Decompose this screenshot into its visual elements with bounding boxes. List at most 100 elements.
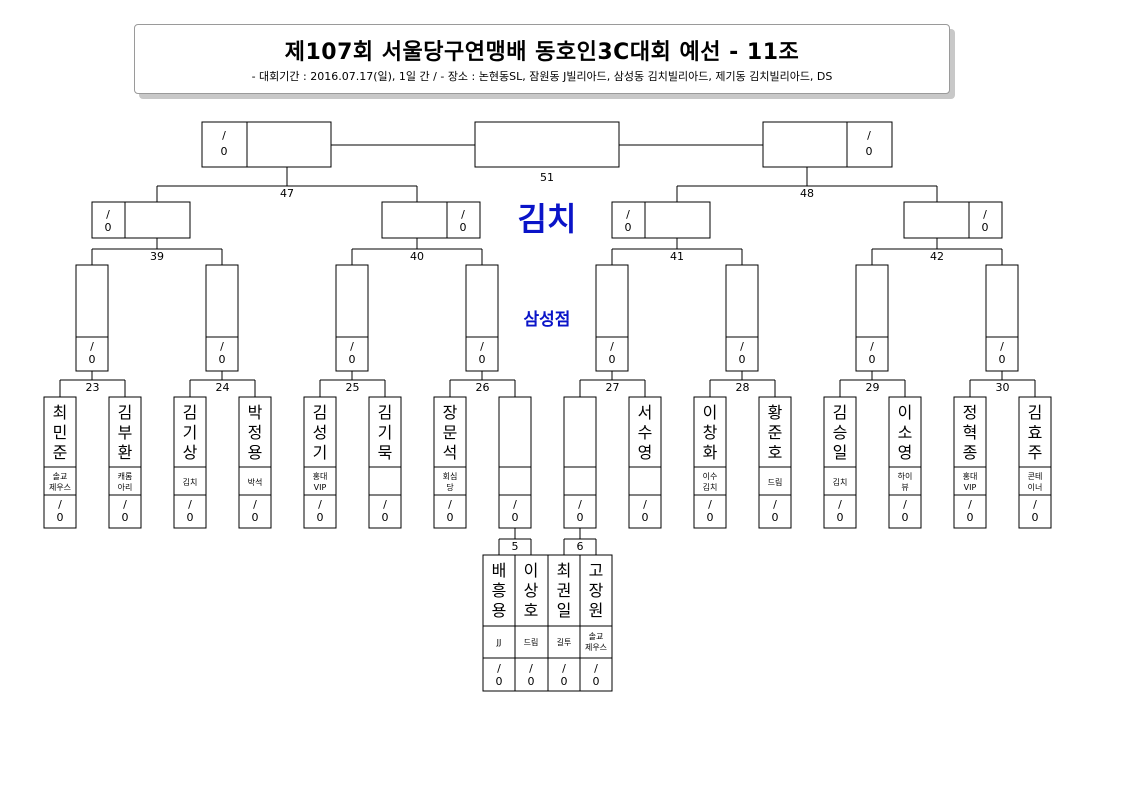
round2-score-3-slash: / [350, 340, 354, 353]
final-right-score-slash: / [867, 129, 871, 142]
round2-box-4 [465, 264, 499, 372]
round3-box-41 [611, 201, 711, 239]
prelim-score-4-value: 0 [593, 675, 600, 688]
player-score-10-value: 0 [642, 511, 649, 524]
player-score-1-slash: / [58, 498, 62, 511]
player-score-2-value: 0 [122, 511, 129, 524]
round2-box-8 [985, 264, 1019, 372]
match-number-48: 48 [800, 187, 814, 200]
player-box-3 [173, 396, 207, 529]
prelim-score-2-slash: / [529, 662, 533, 675]
player-club-14-a: 하이 [898, 471, 913, 481]
player-score-5-value: 0 [317, 511, 324, 524]
round3-box-41-score-slash: / [626, 208, 630, 221]
round3-box-40-score-value: 0 [460, 221, 467, 234]
round2-score-6-slash: / [740, 340, 744, 353]
prelim-score-2-value: 0 [528, 675, 535, 688]
player-box-15 [953, 396, 987, 529]
match-number-5: 5 [512, 540, 519, 553]
round3-box-41-score-value: 0 [625, 221, 632, 234]
round2-score-4-value: 0 [479, 353, 486, 366]
match-number-42: 42 [930, 250, 944, 263]
prelim-score-1-value: 0 [496, 675, 503, 688]
round2-score-1-value: 0 [89, 353, 96, 366]
round3-box-42-score-slash: / [983, 208, 987, 221]
round2-score-4-slash: / [480, 340, 484, 353]
player-score-6-slash: / [383, 498, 387, 511]
final-center-box [474, 121, 620, 168]
player-club-14-b: 뷰 [901, 483, 908, 492]
match-number-47: 47 [280, 187, 294, 200]
player-box-6 [368, 396, 402, 529]
player-score-14-value: 0 [902, 511, 909, 524]
player-score-16-value: 0 [1032, 511, 1039, 524]
match-number-39: 39 [150, 250, 164, 263]
round3-box-42 [903, 201, 1003, 239]
player-club-1-b: 제우스 [49, 483, 71, 492]
sponsor-line2: 삼성점 [524, 310, 571, 330]
round3-box-40 [381, 201, 481, 239]
final-right-score-value: 0 [866, 145, 873, 158]
player-score-3-value: 0 [187, 511, 194, 524]
title-box: 제107회 서울당구연맹배 동호인3C대회 예선 - 11조 - 대회기간 : … [134, 24, 950, 94]
player-score-1-value: 0 [57, 511, 64, 524]
final-left-score-slash: / [222, 129, 226, 142]
match-number-27: 27 [606, 381, 620, 394]
player-box-12 [758, 396, 792, 529]
player-box-7 [433, 396, 467, 529]
round3-box-39-score-slash: / [106, 208, 110, 221]
round2-score-2-slash: / [220, 340, 224, 353]
match-number-30: 30 [996, 381, 1010, 394]
player-score-3-slash: / [188, 498, 192, 511]
final-left-score-value: 0 [221, 145, 228, 158]
match-number-28: 28 [736, 381, 750, 394]
player-score-16-slash: / [1033, 498, 1037, 511]
prelim-club-2: 드림 [524, 637, 539, 647]
player-box-16 [1018, 396, 1052, 529]
player-score-9-slash: / [578, 498, 582, 511]
page-subtitle: - 대회기간 : 2016.07.17(일), 1일 간 / - 장소 : 논현… [251, 70, 833, 83]
player-score-15-slash: / [968, 498, 972, 511]
round2-score-3-value: 0 [349, 353, 356, 366]
match-number-40: 40 [410, 250, 424, 263]
player-score-10-slash: / [643, 498, 647, 511]
round2-score-8-slash: / [1000, 340, 1004, 353]
round2-box-5 [595, 264, 629, 372]
round2-box-1 [75, 264, 109, 372]
player-club-16-b: 이너 [1028, 482, 1043, 492]
player-score-9-value: 0 [577, 511, 584, 524]
player-box-11 [693, 396, 727, 529]
match-number-6: 6 [577, 540, 584, 553]
match-number-41: 41 [670, 250, 684, 263]
prelim-club-3: 길투 [557, 638, 572, 647]
player-club-4: 박석 [248, 477, 263, 487]
prelim-score-1-slash: / [497, 662, 501, 675]
player-box-13 [823, 396, 857, 529]
round3-box-39 [91, 201, 191, 239]
player-score-12-value: 0 [772, 511, 779, 524]
final-right-box [762, 121, 893, 168]
player-box-5 [303, 396, 337, 529]
player-club-2-a: 캐롬 [118, 472, 133, 481]
match-number-23: 23 [86, 381, 100, 394]
player-score-15-value: 0 [967, 511, 974, 524]
player-score-7-value: 0 [447, 511, 454, 524]
player-score-2-slash: / [123, 498, 127, 511]
player-score-11-slash: / [708, 498, 712, 511]
player-score-5-slash: / [318, 498, 322, 511]
round2-box-2 [205, 264, 239, 372]
match-number-51: 51 [540, 171, 554, 184]
round3-box-42-score-value: 0 [982, 221, 989, 234]
player-score-8-slash: / [513, 498, 517, 511]
